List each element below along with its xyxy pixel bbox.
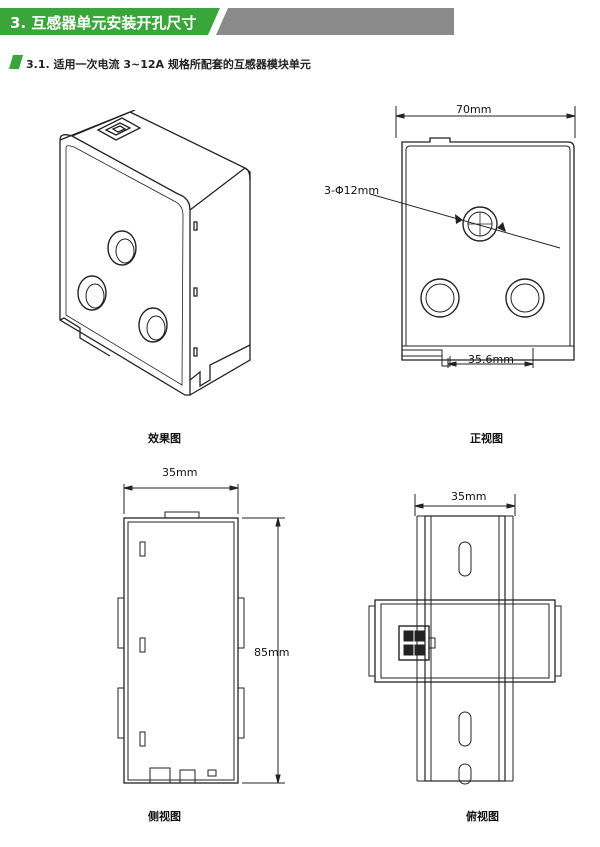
section-header-bar [0,8,454,35]
top-width-dimension: 35mm [451,490,487,503]
section-title: 3. 互感器单元安装开孔尺寸 [10,14,197,32]
front-spacing-dimension: 35.6mm [468,353,514,366]
front-figure [369,106,576,368]
front-width-dimension: 70mm [456,103,492,116]
effect-figure [59,110,251,396]
top-figure [368,494,562,785]
front-caption: 正视图 [470,432,503,445]
side-figure [117,484,285,784]
subsection-title: 3.1. 适用一次电流 3~12A 规格所配套的互感器模块单元 [26,58,311,71]
side-height-dimension: 85mm [254,646,290,659]
side-caption: 侧视图 [148,810,181,823]
subsection-marker-icon [9,55,23,69]
effect-caption: 效果图 [148,432,181,445]
front-hole-dimension: 3-Φ12mm [324,184,380,197]
side-width-dimension: 35mm [162,466,198,479]
top-caption: 俯视图 [466,810,499,823]
